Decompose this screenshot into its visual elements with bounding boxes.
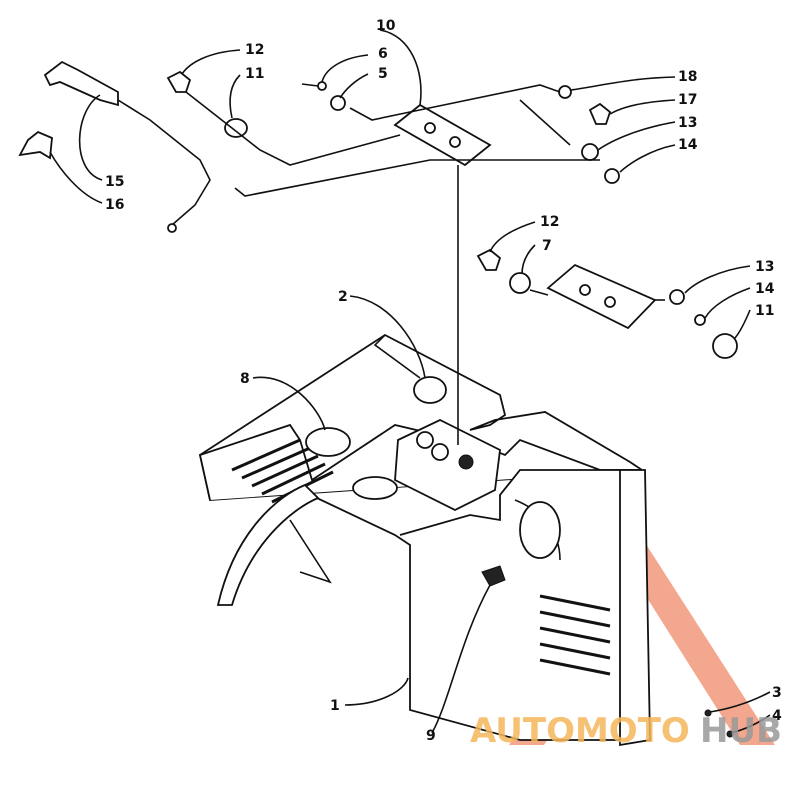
latch-9 xyxy=(481,565,506,587)
callout-6: 6 xyxy=(378,46,388,62)
callout-17: 17 xyxy=(678,92,697,108)
callout-9: 9 xyxy=(426,728,436,744)
body-panel xyxy=(198,333,651,747)
callout-16: 16 xyxy=(105,197,124,213)
screw-3 xyxy=(704,709,712,717)
callout-7: 7 xyxy=(542,238,552,254)
callout-8: 8 xyxy=(240,371,250,387)
callout-2: 2 xyxy=(338,289,348,305)
port-2 xyxy=(413,376,447,404)
leader-lines xyxy=(49,29,771,734)
switch-11b xyxy=(712,333,738,359)
watermark-text-automoto: AUTOMOTO xyxy=(470,711,690,751)
callout-11-top: 11 xyxy=(245,66,264,82)
cup-holder xyxy=(352,476,398,500)
callout-4: 4 xyxy=(772,708,782,724)
right-hardware xyxy=(476,248,738,359)
port-8 xyxy=(305,427,351,457)
top-hardware xyxy=(166,70,620,445)
plate-right xyxy=(546,263,657,330)
callout-12-top: 12 xyxy=(245,42,264,58)
callout-10: 10 xyxy=(376,18,396,34)
callout-labels: 12 11 10 6 5 18 17 13 14 15 16 12 7 13 1… xyxy=(105,18,782,744)
callout-12-right: 12 xyxy=(540,214,559,230)
callout-1: 1 xyxy=(330,698,340,714)
callout-5: 5 xyxy=(378,66,388,82)
callout-18: 18 xyxy=(678,69,697,85)
callout-11-right: 11 xyxy=(755,303,774,319)
callout-3: 3 xyxy=(772,685,782,701)
callout-15: 15 xyxy=(105,174,124,190)
watermark-text-hub: HUB xyxy=(700,711,782,751)
watermark-text: AUTOMOTO HUB xyxy=(470,711,782,751)
bracket-16 xyxy=(18,130,53,160)
callout-14-top: 14 xyxy=(678,137,698,153)
right-louvers xyxy=(539,594,611,676)
switch-7 xyxy=(509,272,531,294)
callout-14-right: 14 xyxy=(755,281,775,297)
plate-10 xyxy=(393,103,492,167)
bulb-12b xyxy=(476,248,502,271)
cable-assembly xyxy=(18,60,211,233)
callout-13-top: 13 xyxy=(678,115,697,131)
handle-15 xyxy=(43,60,119,107)
bulb-12a xyxy=(166,70,192,93)
switch-11a xyxy=(224,118,248,138)
washer-4 xyxy=(726,730,734,738)
callout-13-right: 13 xyxy=(755,259,774,275)
